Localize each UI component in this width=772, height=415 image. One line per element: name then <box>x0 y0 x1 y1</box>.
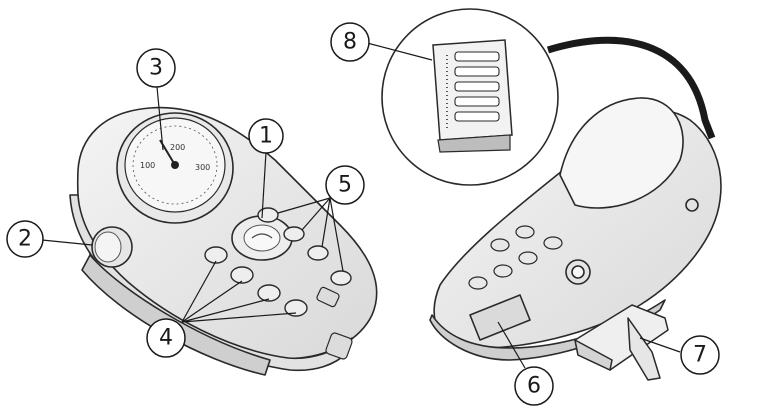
callout-3-label: 3 <box>149 56 163 81</box>
side-knob <box>91 226 133 268</box>
callout-4-label: 4 <box>159 326 173 351</box>
callout-4-circle <box>146 318 186 358</box>
right-device-back <box>429 97 722 361</box>
right-button-group <box>257 207 352 286</box>
callout-3: 3 <box>136 48 176 88</box>
callout-3-circle <box>136 48 176 88</box>
pressure-gauge: 200 100 300 <box>116 112 234 224</box>
left-button-group <box>204 246 308 317</box>
callout-5-label: 5 <box>338 173 352 198</box>
callout-6-label: 6 <box>527 374 541 399</box>
center-button <box>231 215 293 261</box>
left-device-connector <box>316 286 353 360</box>
callout-5-circle <box>325 165 365 205</box>
callout-1-circle <box>248 118 284 154</box>
callout-8-circle <box>330 22 370 62</box>
magnifier-inset <box>381 8 716 186</box>
callout-7-label: 7 <box>693 343 707 368</box>
svg-text:100: 100 <box>140 161 155 170</box>
leader-lines <box>41 42 681 369</box>
callout-4: 4 <box>146 318 186 358</box>
callout-2: 2 <box>6 220 44 258</box>
callout-6-circle <box>514 366 554 406</box>
callout-7-circle <box>680 335 720 375</box>
callout-2-circle <box>6 220 44 258</box>
callout-5: 5 <box>325 165 365 205</box>
callout-8-label: 8 <box>343 30 357 55</box>
callout-2-label: 2 <box>18 227 32 252</box>
svg-text:200: 200 <box>170 143 185 152</box>
battery-lid <box>574 304 669 381</box>
callout-1-label: 1 <box>259 124 273 149</box>
callout-7: 7 <box>680 335 720 375</box>
svg-text:300: 300 <box>195 163 210 172</box>
callout-8: 8 <box>330 22 370 62</box>
callout-1: 1 <box>248 118 284 154</box>
callout-6: 6 <box>514 366 554 406</box>
